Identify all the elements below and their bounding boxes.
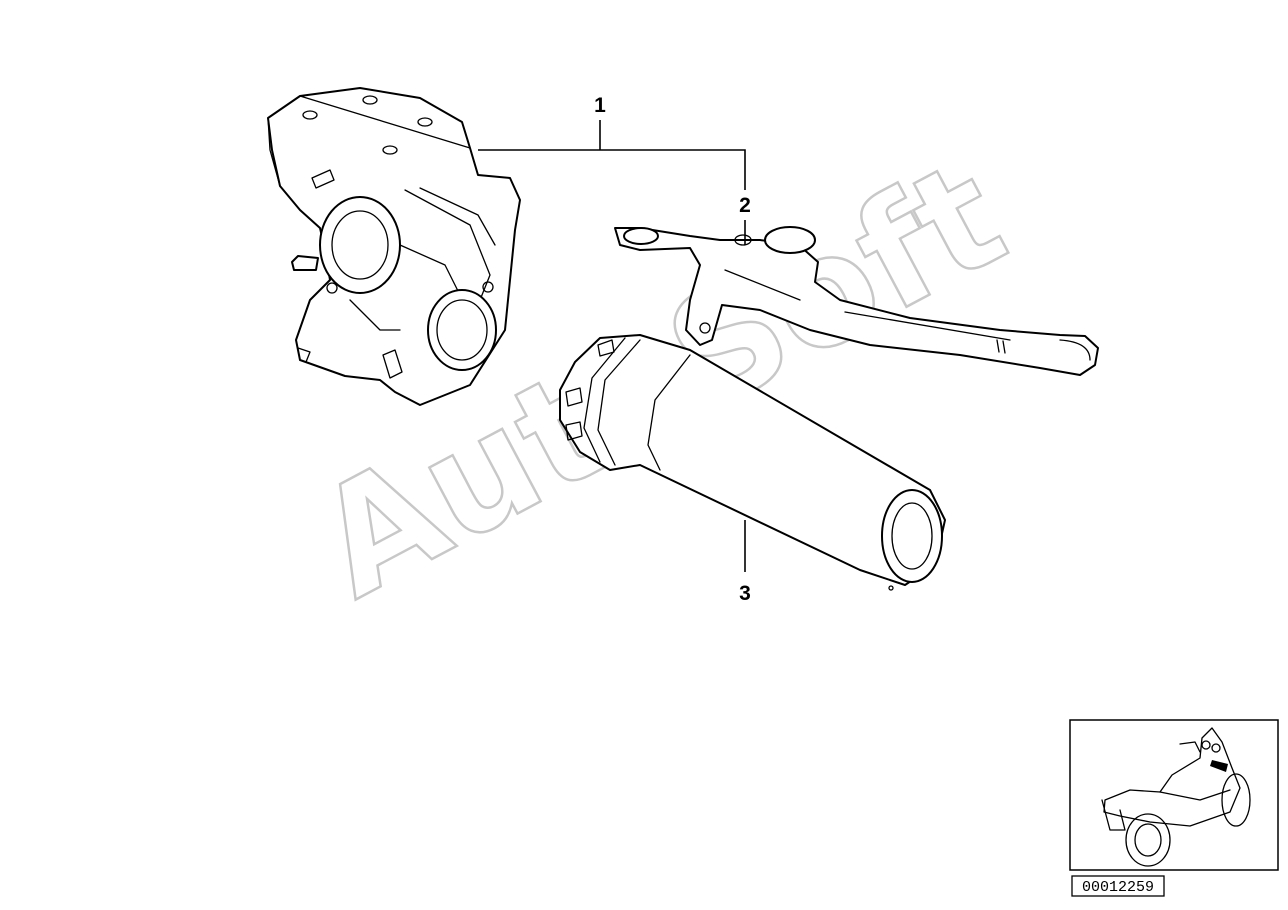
document-number: 00012259	[1082, 879, 1154, 896]
switch-housing-part	[267, 87, 521, 406]
lever-part	[614, 226, 1099, 376]
callout-2: 2	[739, 194, 751, 217]
callout-3: 3	[739, 582, 751, 605]
motorcycle-locator-icon	[1101, 727, 1251, 867]
throttle-grip-part	[559, 334, 946, 591]
callout-1: 1	[594, 94, 606, 117]
locator-thumbnail	[1069, 719, 1279, 871]
